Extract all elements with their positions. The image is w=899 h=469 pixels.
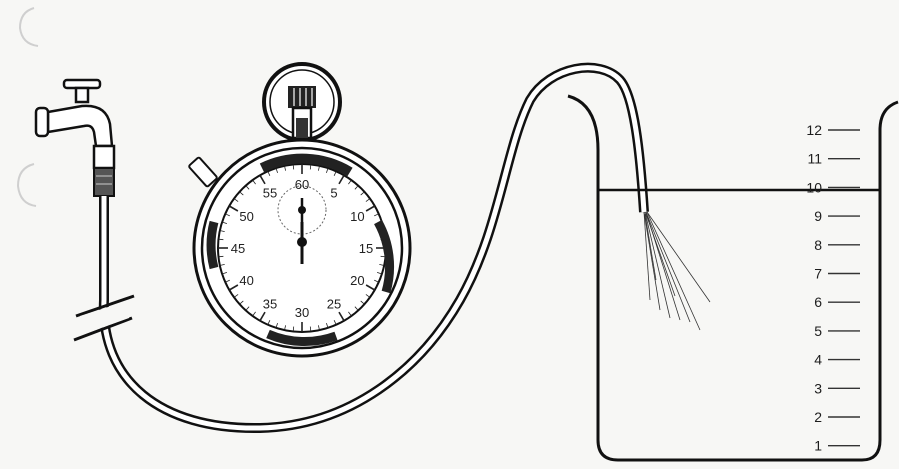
dial-tick (365, 294, 371, 298)
dial-tick (333, 171, 337, 176)
dial-tick (379, 230, 385, 232)
dial-tick (326, 322, 329, 329)
dial-numbers: 60 5 10 15 20 25 30 35 40 45 50 55 (231, 177, 373, 320)
dial-tick (245, 306, 250, 311)
scale-number: 7 (814, 266, 822, 282)
dial-tick (275, 322, 278, 329)
dial-tick (348, 311, 352, 317)
dial-tick (365, 205, 376, 212)
dial-number: 25 (327, 296, 341, 311)
scale-number: 2 (814, 409, 822, 425)
dial-tick (267, 320, 271, 325)
dial-tick (252, 179, 256, 185)
dial-tick (221, 272, 228, 275)
dial-number: 40 (239, 273, 253, 288)
dial-tick (309, 164, 312, 170)
dial-tick (354, 306, 359, 311)
dial-tick (225, 213, 230, 217)
dial-tick (225, 279, 230, 283)
scale-number: 10 (806, 179, 822, 195)
dial-tick (233, 294, 239, 298)
dial-number: 45 (231, 241, 245, 256)
dial-tick (318, 325, 320, 331)
dial-tick (374, 213, 379, 217)
dial-tick (284, 325, 286, 331)
dial-number: 10 (350, 209, 364, 224)
dial-tick (259, 174, 266, 185)
punch-holes (16, 7, 39, 207)
dial-tick (284, 165, 286, 171)
dial-tick (338, 174, 345, 185)
crown-button (288, 86, 316, 108)
dial-number: 15 (359, 241, 373, 256)
dial-tick (338, 311, 345, 322)
dial-tick (221, 221, 228, 224)
dial-tick (326, 167, 329, 174)
dial-tick (360, 191, 365, 196)
dial-tick (219, 230, 225, 232)
dial-tick (219, 264, 225, 266)
dial-tick (365, 198, 371, 202)
dial-tick (233, 198, 239, 202)
scale-number: 12 (806, 122, 822, 138)
dial-tick (333, 320, 337, 325)
dial-tick (228, 205, 239, 212)
dial-tick (376, 221, 383, 224)
dial-tick (228, 284, 239, 291)
dial-tick (360, 300, 365, 305)
dial-tick (275, 167, 278, 174)
dial-number: 20 (350, 273, 364, 288)
dial-tick (318, 165, 320, 171)
dial-ticks (218, 164, 386, 332)
dial-tick (374, 279, 379, 283)
dial-tick (267, 171, 271, 176)
stopwatch: 60 5 10 15 20 25 30 35 40 45 50 55 (188, 62, 412, 358)
dial-number: 30 (295, 305, 309, 320)
dial-number: 5 (330, 186, 337, 201)
water-tap (34, 78, 116, 197)
dial-number: 55 (263, 186, 277, 201)
dial-tick (239, 191, 244, 196)
dial-tick (218, 255, 224, 258)
dial-number: 35 (263, 296, 277, 311)
dial-tick (379, 264, 385, 266)
dial-tick (292, 164, 295, 170)
scale-number: 1 (814, 438, 822, 454)
dial-tick (380, 238, 386, 241)
scale-number: 5 (814, 323, 822, 339)
scale-number: 3 (814, 380, 822, 396)
dial-number: 60 (295, 177, 309, 192)
hose (73, 62, 649, 434)
dial-tick (239, 300, 244, 305)
reset-button (188, 156, 218, 188)
dial-number: 50 (239, 209, 253, 224)
dial-tick (348, 179, 352, 185)
scale-number: 8 (814, 237, 822, 253)
dial-tick (365, 284, 376, 291)
dial-tick (252, 311, 256, 317)
dial-tick (309, 326, 312, 332)
dial-tick (354, 185, 359, 190)
dial-tick (380, 255, 386, 258)
dial-tick (292, 326, 295, 332)
dial-tick (259, 311, 266, 322)
scale-number: 11 (807, 151, 822, 167)
dial-tick (376, 272, 383, 275)
water-spray (643, 211, 711, 331)
dial-tick (245, 185, 250, 190)
dial-tick (218, 238, 224, 241)
scale-number: 9 (814, 208, 822, 224)
scale-number: 6 (814, 294, 822, 310)
scale-number: 4 (814, 352, 822, 368)
